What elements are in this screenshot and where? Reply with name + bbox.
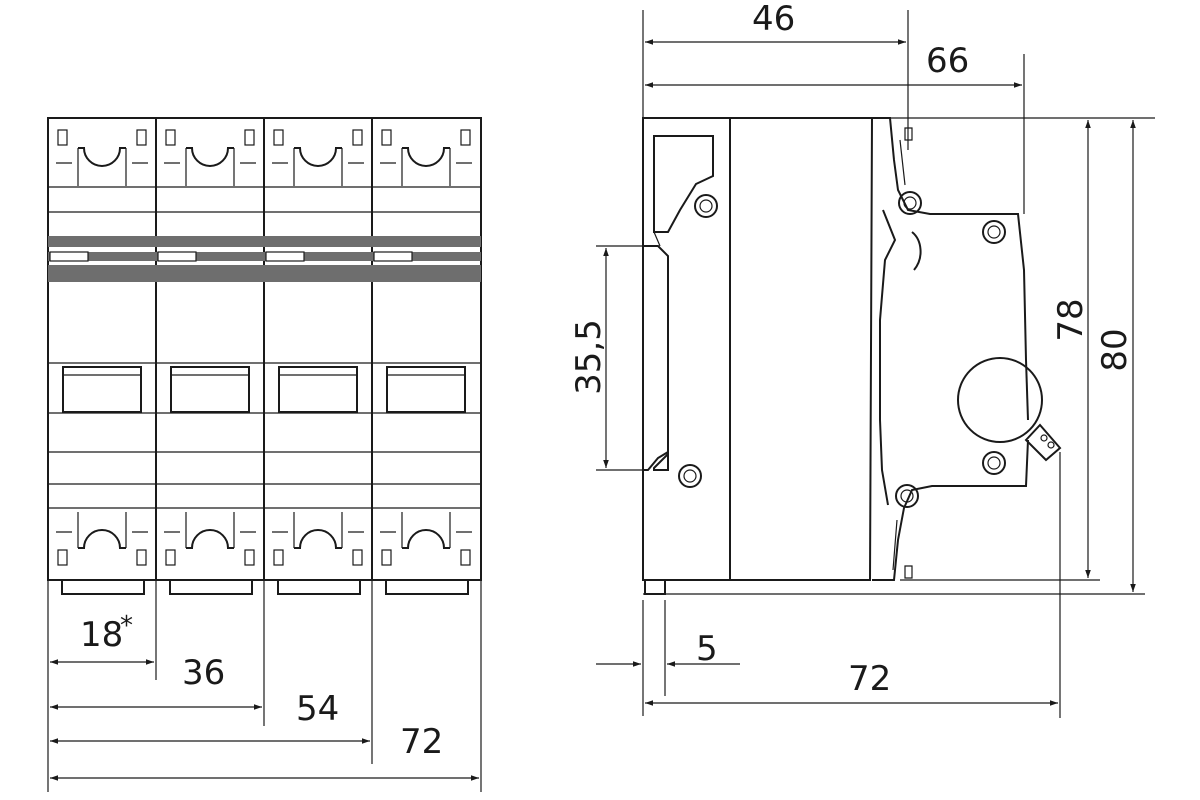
side-extension-lines [596, 10, 1155, 718]
front-indicator-windows [49, 251, 413, 262]
side-din-slot [643, 245, 669, 471]
side-view: 46 66 78 80 35,5 5 72 [569, 0, 1155, 718]
front-extension-lines [47, 580, 482, 792]
front-horizontal-lines [48, 186, 481, 509]
side-knob [957, 357, 1043, 443]
dim-label-72-side: 72 [848, 659, 891, 699]
dim-label-80: 80 [1095, 328, 1135, 371]
side-screws [678, 191, 1006, 508]
side-toggle-tip [1024, 423, 1062, 462]
front-label-bars [48, 236, 481, 282]
dim-label-46: 46 [752, 0, 795, 39]
dim-label-54: 54 [296, 689, 339, 729]
front-bottom-terminals [56, 512, 472, 566]
dim-label-36: 36 [182, 653, 225, 693]
dim-label-5: 5 [696, 629, 718, 669]
front-center-windows [62, 366, 466, 413]
dim-label-78: 78 [1051, 298, 1091, 341]
front-din-clips [61, 579, 469, 595]
side-body-outline [642, 117, 874, 581]
front-top-terminals [56, 129, 472, 186]
dim-label-72-front: 72 [400, 722, 443, 762]
dim-label-18: 18 [80, 615, 123, 655]
dim-label-18-mark: * [120, 611, 133, 641]
front-module-dividers [155, 118, 373, 580]
side-lower-latch [653, 451, 669, 471]
dim-label-66: 66 [926, 41, 969, 81]
side-front-contour [872, 117, 1027, 361]
side-upper-latch [653, 135, 714, 233]
front-view: 18 * 36 54 72 [47, 117, 482, 792]
dim-label-35-5: 35,5 [569, 319, 609, 395]
